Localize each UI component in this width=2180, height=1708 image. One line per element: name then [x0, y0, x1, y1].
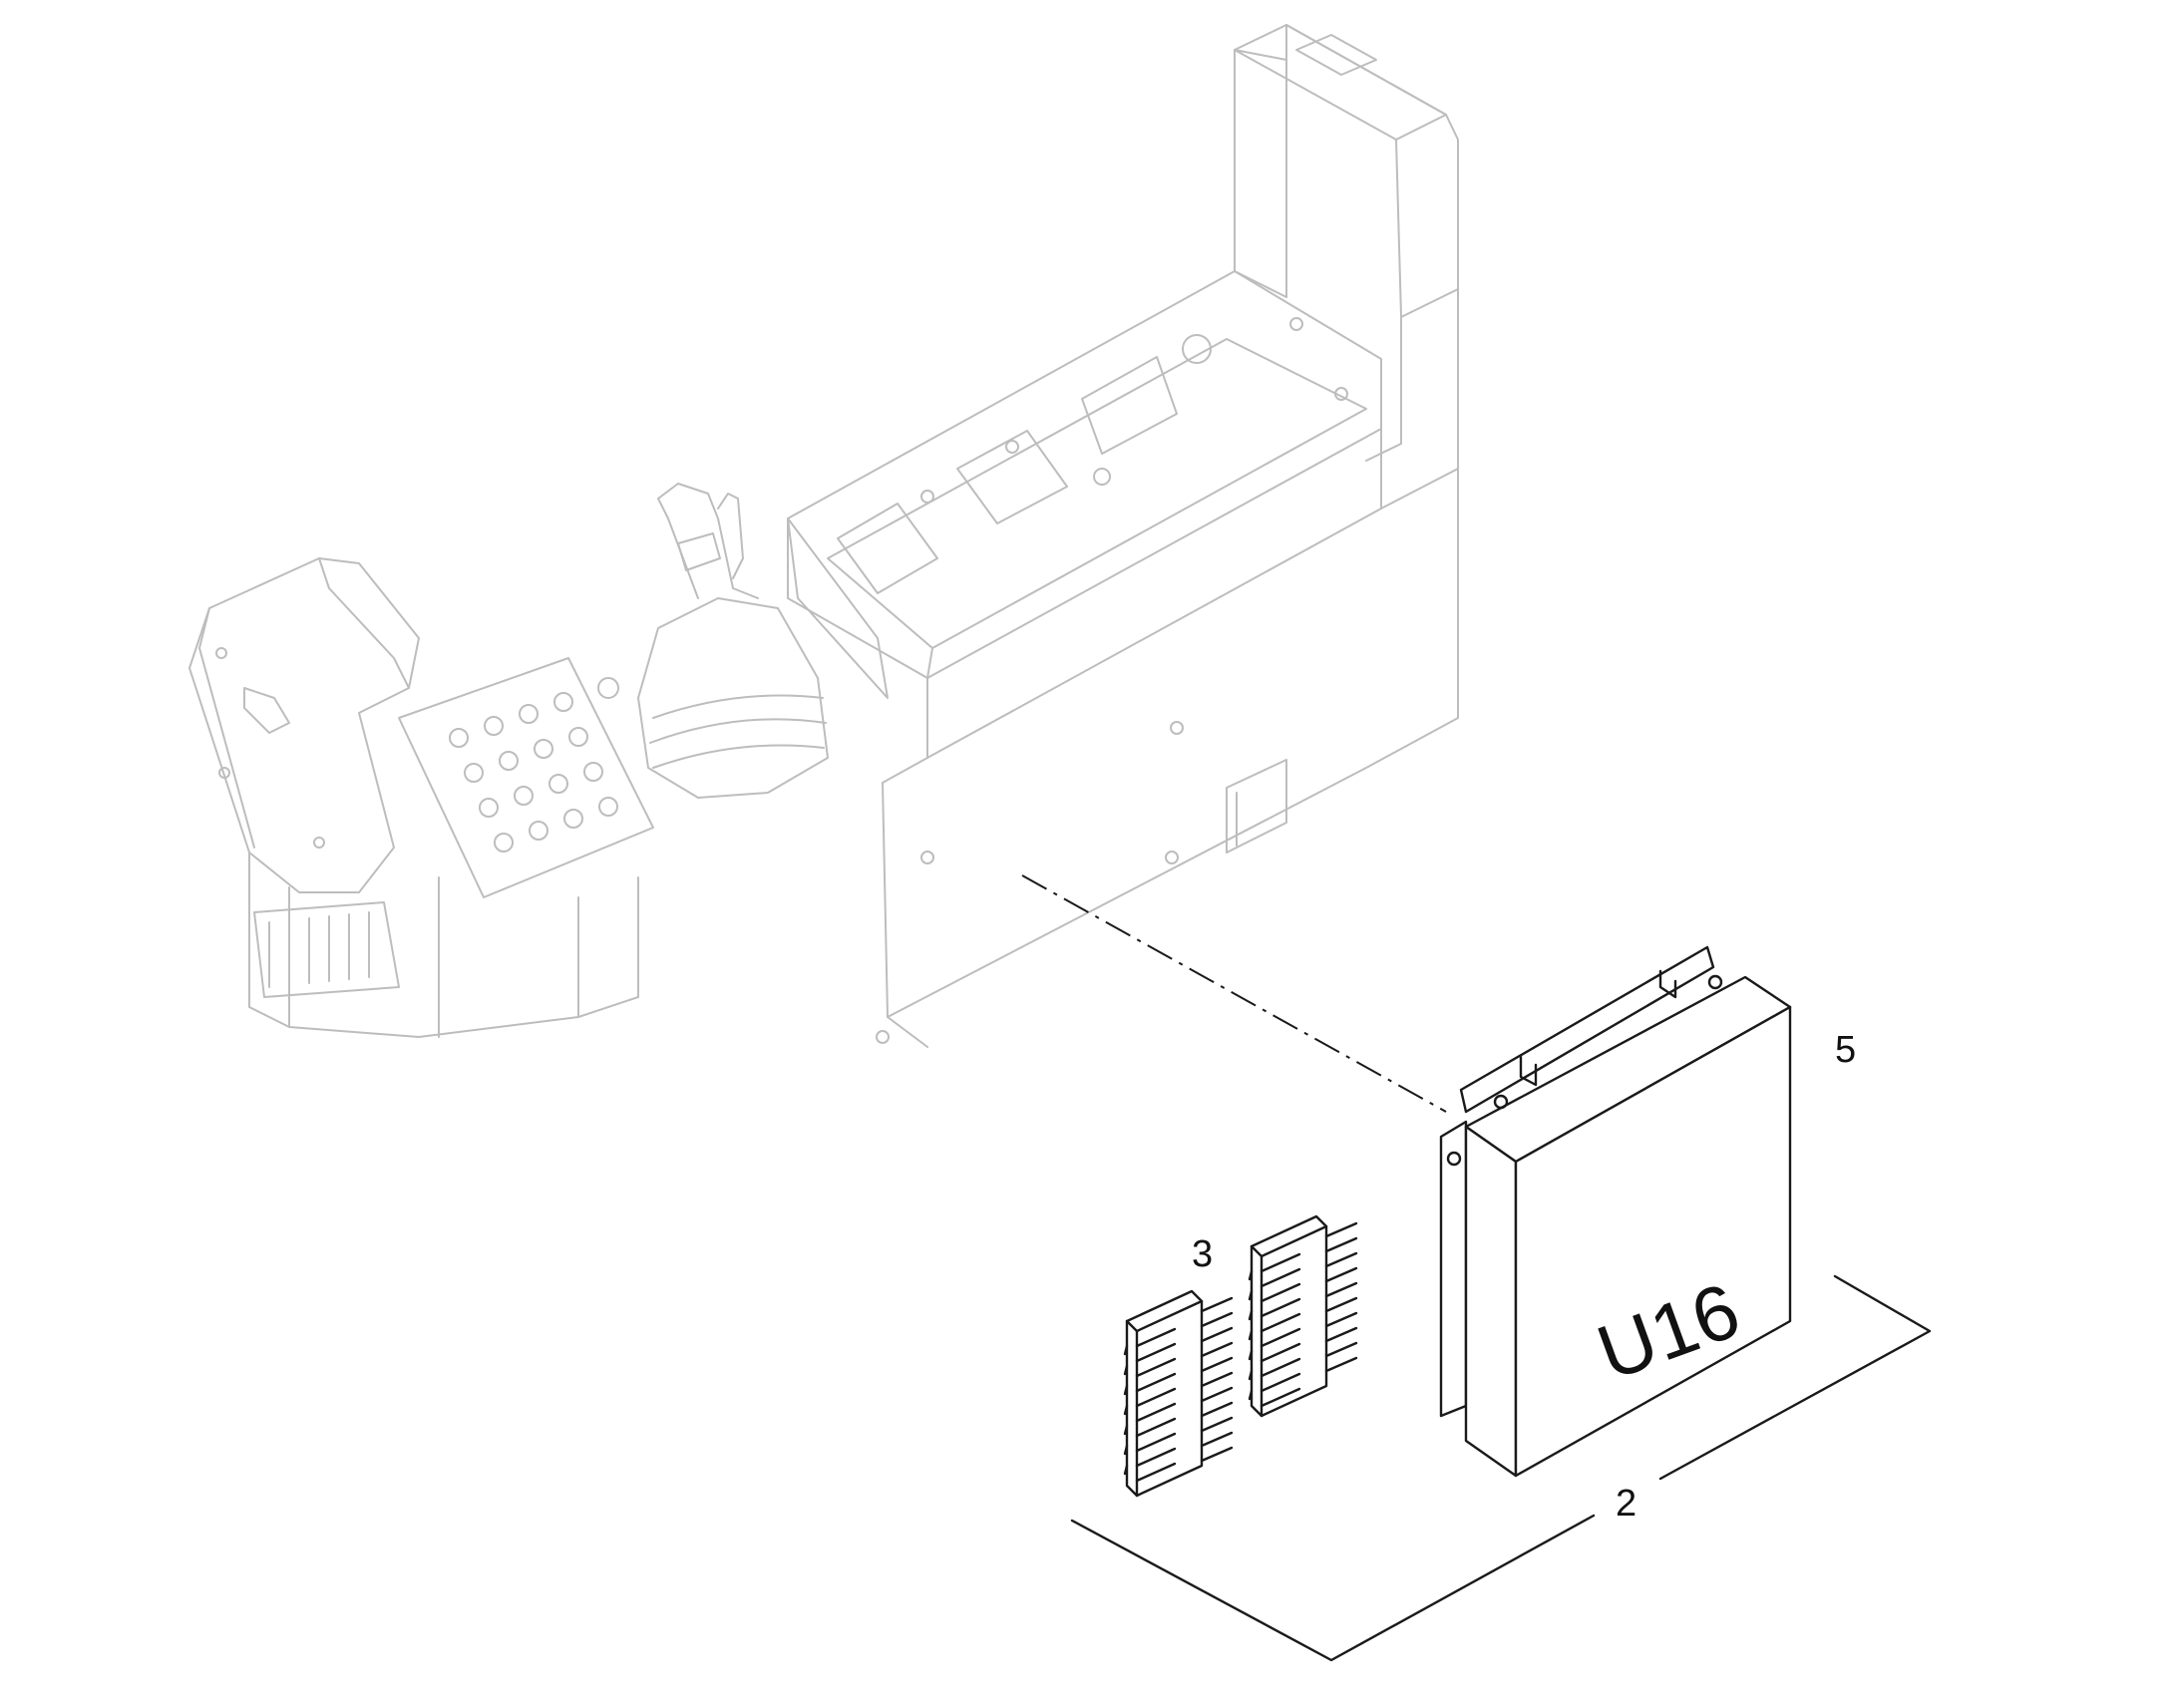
keypad-buttons — [449, 692, 618, 853]
callout-5: 5 — [1835, 1029, 1856, 1071]
callout-2: 2 — [1616, 1483, 1636, 1525]
joystick-handle — [657, 483, 759, 599]
callout-3: 3 — [1192, 1233, 1213, 1275]
ecu-box-front — [1514, 1005, 1792, 1478]
kit-bracket — [1070, 1274, 1932, 1662]
ecu-box-side — [1464, 1125, 1518, 1478]
display-window-1 — [837, 503, 938, 594]
operator-console — [188, 24, 1459, 1048]
left-armrest-pad — [188, 557, 420, 893]
connector-left — [1123, 1289, 1234, 1498]
console-tray — [787, 270, 1382, 679]
assembly-leader-line — [1021, 874, 1447, 1113]
rear-armrest-top — [1234, 24, 1447, 141]
keypad-plate — [398, 657, 654, 898]
rocker-switch-block — [253, 901, 400, 998]
ecu-module: U16 — [1439, 945, 1792, 1478]
joystick-lever — [717, 493, 744, 579]
connector-right — [1248, 1214, 1358, 1418]
service-hatch — [1226, 759, 1287, 854]
rear-armrest-face — [1234, 24, 1287, 298]
display-window-2 — [956, 430, 1068, 524]
ecu-mounting-plate-front — [1439, 1120, 1468, 1418]
ecu-mounting-plate-rear — [1459, 945, 1715, 1114]
console-side — [926, 428, 1382, 759]
console-lower-left — [248, 852, 639, 1038]
display-window-3 — [1081, 356, 1178, 455]
joystick-boot — [637, 597, 829, 799]
